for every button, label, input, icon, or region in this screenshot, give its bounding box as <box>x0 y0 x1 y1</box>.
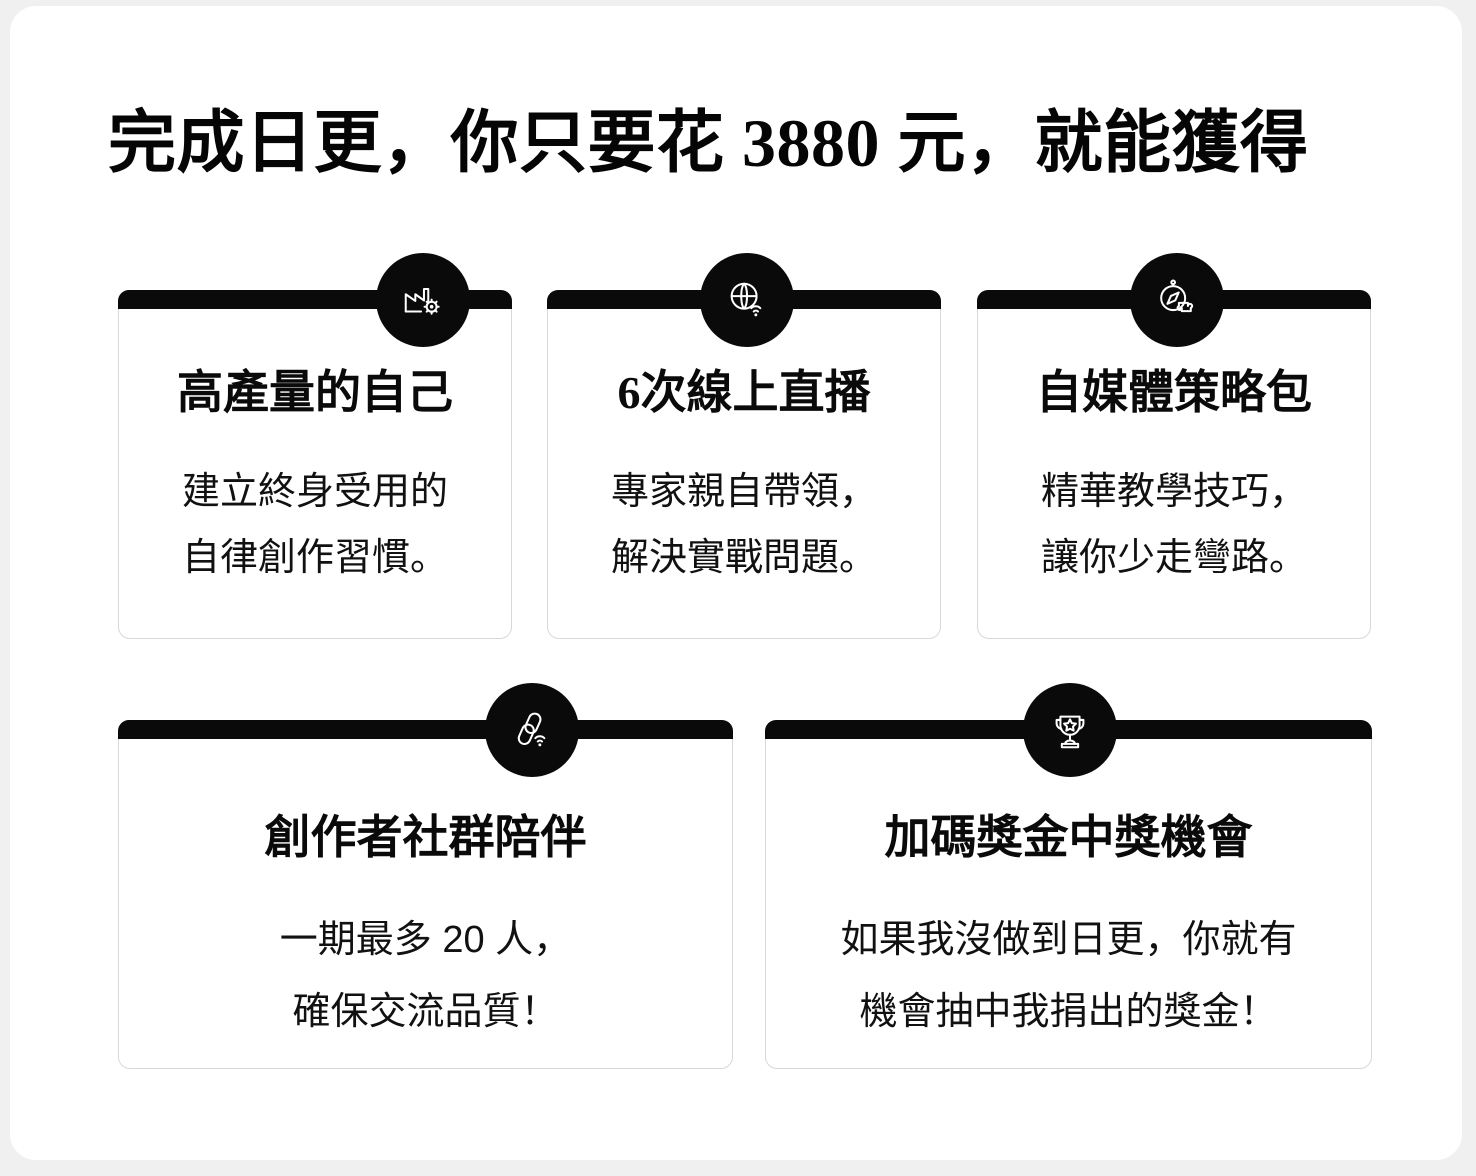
card-body: 如果我沒做到日更，你就有 機會抽中我捐出的獎金！ <box>766 904 1371 1048</box>
benefit-card-bonus-prize: 加碼獎金中獎機會 如果我沒做到日更，你就有 機會抽中我捐出的獎金！ <box>765 683 1372 1069</box>
card-body-line: 讓你少走彎路。 <box>1040 537 1307 579</box>
card-title: 創作者社群陪伴 <box>264 812 587 863</box>
card-body-line: 解決實戰問題。 <box>610 537 877 579</box>
card-title: 6次線上直播 <box>617 367 871 418</box>
compass-puzzle-icon <box>1130 253 1224 347</box>
card-body-line: 建立終身受用的 <box>181 471 448 513</box>
factory-gear-icon <box>376 253 470 347</box>
benefit-card-live-sessions: 6次線上直播 專家親自帶領， 解決實戰問題。 <box>547 253 941 639</box>
card-title: 高產量的自己 <box>177 367 453 418</box>
trophy-star-icon <box>1023 683 1117 777</box>
benefit-card-community: 創作者社群陪伴 一期最多 20 人， 確保交流品質！ <box>118 683 733 1069</box>
benefit-card-high-output: 高產量的自己 建立終身受用的 自律創作習慣。 <box>118 253 512 639</box>
card-body-line: 自律創作習慣。 <box>181 537 448 579</box>
card-body-line: 精華教學技巧， <box>1040 471 1307 513</box>
card-title: 自媒體策略包 <box>1036 367 1312 418</box>
page-title: 完成日更，你只要花 3880 元，就能獲得 <box>108 105 1309 181</box>
content-panel: 完成日更，你只要花 3880 元，就能獲得 高產量的自己 建立終身受用的 自律創… <box>10 6 1462 1160</box>
globe-wifi-icon <box>700 253 794 347</box>
card-body-line: 機會抽中我捐出的獎金！ <box>859 991 1278 1033</box>
card-body: 一期最多 20 人， 確保交流品質！ <box>119 904 732 1048</box>
card-body-line: 確保交流品質！ <box>292 991 559 1033</box>
card-body-line: 一期最多 20 人， <box>279 919 572 961</box>
card-top-bar <box>118 720 733 739</box>
benefit-card-strategy-pack: 自媒體策略包 精華教學技巧， 讓你少走彎路。 <box>977 253 1371 639</box>
card-body: 專家親自帶領， 解決實戰問題。 <box>548 459 940 591</box>
card-body: 建立終身受用的 自律創作習慣。 <box>119 459 511 591</box>
card-body-line: 如果我沒做到日更，你就有 <box>840 919 1297 961</box>
link-wifi-icon <box>485 683 579 777</box>
card-title: 加碼獎金中獎機會 <box>884 812 1253 863</box>
card-body: 精華教學技巧， 讓你少走彎路。 <box>978 459 1370 591</box>
card-body-line: 專家親自帶領， <box>610 471 877 513</box>
